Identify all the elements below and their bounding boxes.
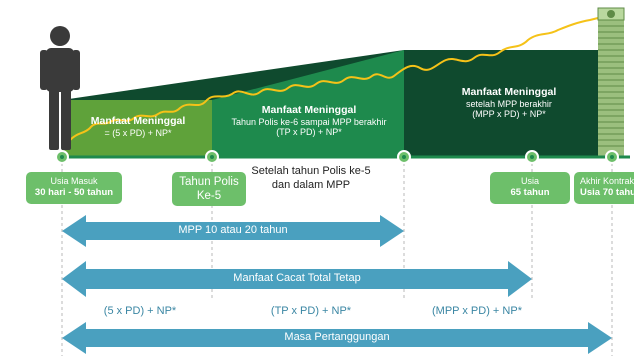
milestone-contract-end-bottom: Usia 70 tahun (580, 187, 634, 199)
segment-label-2: Manfaat Meninggal Tahun Polis ke-6 sampa… (214, 104, 404, 138)
milestone-policy-year-5: Tahun Polis Ke-5 (172, 172, 246, 206)
band-first-5-years (62, 100, 212, 157)
money-stack-icon (597, 7, 625, 156)
mpp-arrow (62, 215, 404, 247)
segment-label-1: Manfaat Meninggal = (5 x PD) + NP* (78, 115, 198, 138)
disability-arrow-label: Manfaat Cacat Total Tetap (233, 272, 361, 284)
milestone-policy-year-5-top: Tahun Polis (179, 176, 239, 188)
formula-policy-year-6: (TP x PD) + NP* (270, 305, 352, 317)
milestone-entry-age-top: Usia Masuk (50, 176, 98, 186)
milestone-contract-end: Akhir Kontrak Usia 70 tahun (574, 172, 634, 204)
coverage-arrow-label: Masa Pertanggungan (284, 331, 390, 343)
coverage-arrow (62, 322, 612, 354)
segment-1-title: Manfaat Meninggal (90, 115, 186, 127)
growth-curve (69, 13, 615, 141)
segment-2-line2: (TP x PD) + NP* (276, 127, 342, 138)
segment-label-3: Manfaat Meninggal setelah MPP berakhir (… (424, 86, 594, 120)
milestone-policy-year-5-bottom: Ke-5 (196, 190, 222, 203)
segment-3-line1: setelah MPP berakhir (466, 98, 552, 109)
milestone-age-65-top: Usia (520, 176, 539, 186)
policy-year-note: Setelah tahun Polis ke-5 dan dalam MPP (251, 165, 371, 191)
mpp-arrow-label: MPP 10 atau 20 tahun (178, 224, 288, 236)
milestone-contract-end-top: Akhir Kontrak (580, 176, 634, 186)
segment-2-title: Manfaat Meninggal (261, 104, 357, 116)
segment-2-line1: Tahun Polis ke-6 sampai MPP berakhir (231, 116, 387, 127)
formula-after-mpp: (MPP x PD) + NP* (432, 305, 522, 317)
milestone-entry-age: Usia Masuk 30 hari - 50 tahun (26, 172, 122, 204)
segment-3-line2: (MPP x PD) + NP* (472, 109, 546, 120)
milestone-markers (55, 150, 619, 164)
milestone-entry-age-bottom: 30 hari - 50 tahun (34, 187, 114, 199)
person-icon (40, 26, 80, 150)
segment-3-title: Manfaat Meninggal (461, 86, 557, 98)
milestone-age-65: Usia 65 tahun (490, 172, 570, 204)
formula-first-5-years: (5 x PD) + NP* (103, 305, 177, 317)
disability-arrow (62, 261, 532, 297)
milestone-age-65-bottom: 65 tahun (510, 187, 550, 199)
segment-1-line1: = (5 x PD) + NP* (104, 127, 172, 138)
